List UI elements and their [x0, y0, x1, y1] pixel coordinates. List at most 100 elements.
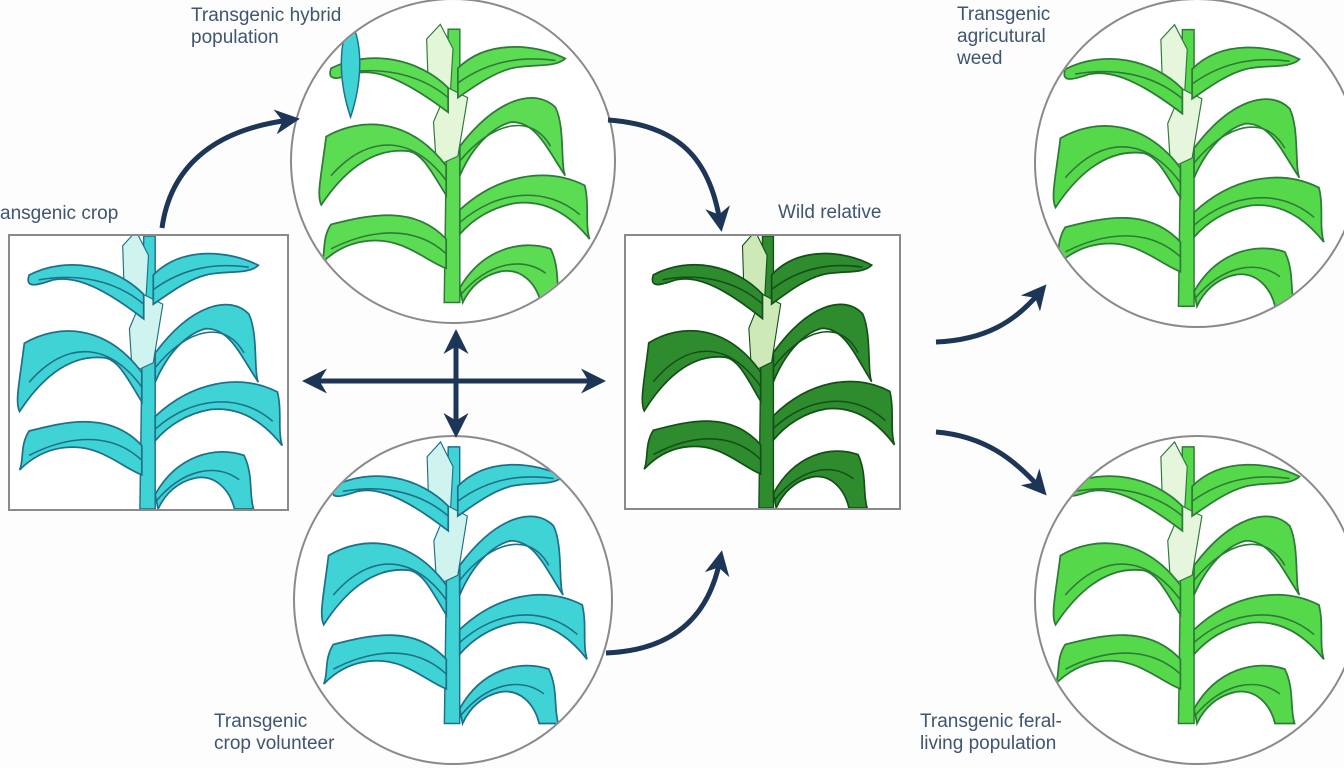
leaf [16, 330, 143, 414]
label-line: crop volunteer [214, 733, 335, 754]
label-line: agricutural [957, 26, 1046, 47]
leaf [458, 97, 567, 177]
leaf [643, 420, 762, 476]
label-line: population [191, 27, 279, 48]
leaf-vein [771, 264, 863, 291]
leaf-vein [460, 683, 545, 717]
panel-transgenic-agricultural-weed [1034, 0, 1344, 328]
corn-plant [1052, 440, 1325, 727]
leaf [320, 214, 448, 270]
leaf-vein [330, 232, 447, 255]
corn-plant [641, 236, 896, 508]
leaf-vein [459, 194, 581, 224]
leaf-vein [459, 543, 550, 581]
leaf-vein [652, 350, 762, 388]
leaf-vein [28, 350, 143, 388]
leaf-vein [1074, 488, 1183, 517]
corn-plant [318, 23, 591, 306]
label-transgenic-hybrid-population: Transgenic hybrid population [191, 5, 341, 49]
leaf-vein [342, 488, 449, 517]
arrow-wild-to-weed [935, 284, 1047, 345]
panel-transgenic-crop-volunteer [293, 435, 613, 765]
arrow-volunteer-to-wild [605, 550, 730, 656]
corn-plant [16, 236, 284, 509]
leaf [458, 174, 591, 240]
label-line: weed [957, 48, 1003, 69]
leaf [318, 123, 448, 207]
leaf-vein [155, 469, 240, 502]
leaf [1054, 634, 1182, 691]
leaf [1054, 217, 1182, 273]
leaf-vein [460, 263, 547, 296]
leaf-vein [28, 438, 143, 461]
leaf-vein [772, 331, 859, 368]
leaf [322, 634, 448, 691]
corn-plant-illustration-lightgreen [1052, 440, 1325, 727]
leaf [1193, 247, 1296, 310]
leaf [458, 664, 560, 727]
leaf-vein [1194, 266, 1281, 299]
leaf [320, 542, 448, 627]
leaf [1193, 664, 1296, 727]
leaf-vein [457, 58, 556, 84]
leaf-vein [773, 468, 854, 501]
leaf [154, 381, 284, 447]
leaf-vein [1193, 126, 1286, 164]
arrow-wild-to-feral [935, 429, 1047, 496]
label-line: Transgenic [957, 4, 1051, 25]
leaf-vein [154, 401, 274, 430]
leaf [1193, 176, 1325, 243]
label-line: Transgenic [214, 711, 308, 732]
leaf [458, 593, 588, 660]
corn-plant-illustration-lightgreen [318, 17, 591, 306]
leaf-vein [652, 438, 762, 461]
leaf-vein [1194, 683, 1281, 717]
label-line: Transgenic feral- [920, 711, 1062, 732]
leaf-vein [1191, 476, 1290, 502]
label-wild-relative: Wild relative [778, 202, 882, 223]
label-line: living population [920, 733, 1057, 754]
leaf-vein [457, 476, 554, 502]
corn-plant-illustration-lightgreen [1052, 23, 1325, 310]
leaf-accent [340, 17, 361, 120]
label-transgenic-crop-volunteer: Transgenic crop volunteer [214, 711, 334, 755]
label-transgenic-agricultural-weed: Transgenic agricutural weed [957, 4, 1050, 70]
leaf-vein [1193, 614, 1315, 644]
leaf-vein [1193, 543, 1286, 581]
leaf-vein [1193, 196, 1315, 226]
label-transgenic-feral-population: Transgenic feral- living population [920, 711, 1062, 755]
leaf [1193, 515, 1301, 596]
leaf [772, 450, 869, 508]
corn-plant-illustration-darkgreen [641, 236, 896, 508]
corn-plant [320, 440, 588, 727]
leaf-vein [459, 124, 552, 162]
leaf-vein [152, 264, 249, 291]
arrow-hybrid-to-wild [607, 117, 730, 232]
leaf-vein [38, 276, 145, 305]
leaf [18, 420, 143, 477]
label-transgenic-crop: ansgenic crop [0, 203, 119, 224]
leaf-vein [1064, 652, 1181, 675]
leaf-vein [662, 276, 763, 305]
leaf [154, 451, 255, 509]
leaf-vein [330, 144, 447, 181]
leaf-vein [772, 400, 886, 429]
leaf-vein [459, 614, 578, 644]
panel-transgenic-crop [8, 234, 289, 511]
leaf-vein [1064, 146, 1182, 184]
leaf [1193, 594, 1325, 660]
leaf [458, 515, 564, 596]
panel-transgenic-hybrid-population [290, 0, 616, 324]
leaf [1193, 98, 1301, 179]
corn-plant-illustration-cyan [320, 440, 588, 727]
leaf-vein [332, 563, 447, 601]
panel-transgenic-feral-population [1034, 435, 1344, 765]
leaf [772, 303, 873, 383]
leaf [1052, 125, 1182, 210]
leaf-vein [1064, 563, 1182, 601]
panel-wild-relative [624, 234, 901, 510]
leaf-vein [332, 652, 447, 675]
leaf [1052, 542, 1182, 627]
leaf [641, 329, 762, 413]
label-line: Transgenic hybrid [191, 5, 342, 26]
